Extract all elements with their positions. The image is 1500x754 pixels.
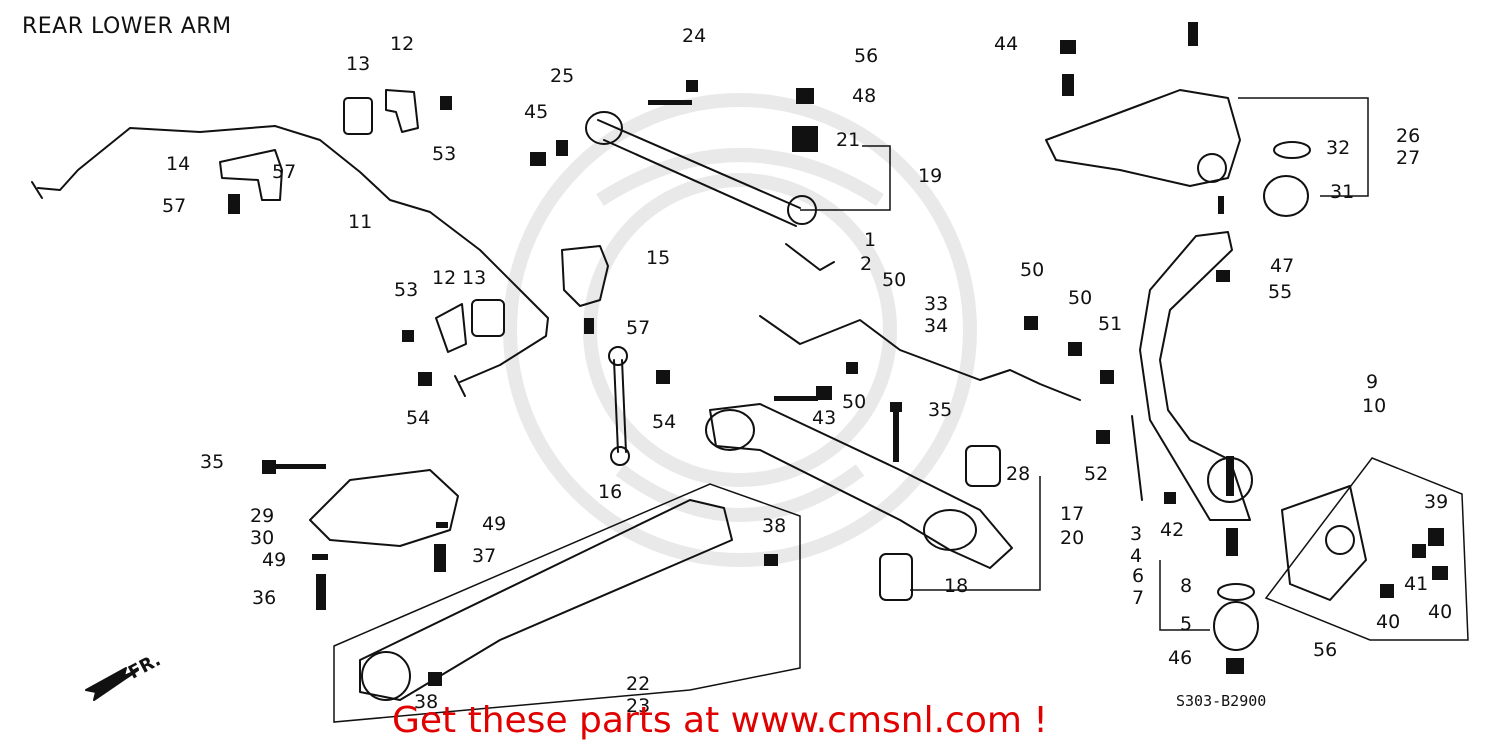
part-number-label: 57	[626, 317, 650, 339]
part-number-label: 10	[1362, 395, 1386, 417]
part-number-label: 20	[1060, 527, 1084, 549]
part-number-label: 4	[1130, 545, 1142, 567]
part-number-label: 37	[472, 545, 496, 567]
part-number-label: 56	[854, 45, 878, 67]
part-number-label: 22	[626, 673, 650, 695]
part-number-label: 47	[1270, 255, 1294, 277]
part-number-label: 11	[348, 211, 372, 233]
diagram-code: S303-B2900	[1176, 692, 1267, 710]
part-number-label: 8	[1180, 575, 1192, 597]
part-number-label: 16	[598, 481, 622, 503]
bushing-18	[879, 553, 913, 601]
part-number-label: 48	[852, 85, 876, 107]
part-number-label: 43	[812, 407, 836, 429]
page-title: REAR LOWER ARM	[22, 14, 232, 39]
bushing-lower	[471, 299, 505, 337]
front-arrow	[85, 667, 139, 701]
part-number-label: 18	[944, 575, 968, 597]
part-number-label: 38	[762, 515, 786, 537]
clamp-lower	[435, 303, 467, 353]
part-number-label: 50	[882, 269, 906, 291]
leader-lines	[333, 97, 1469, 723]
part-number-label: 7	[1132, 587, 1144, 609]
part-number-label: 27	[1396, 147, 1420, 169]
promo-link[interactable]: Get these parts at www.cmsnl.com !	[392, 700, 1048, 741]
part-number-label: 13	[462, 267, 486, 289]
stabilizer-bracket	[219, 149, 283, 201]
part-number-label: 39	[1424, 491, 1448, 513]
lower-arm	[709, 403, 1013, 569]
part-number-label: 38	[414, 691, 438, 713]
part-number-label: 50	[1020, 259, 1044, 281]
part-number-labels: 1234567891011121213131415161718192021222…	[162, 25, 1452, 717]
mount-bracket	[309, 469, 459, 547]
part-number-label: 50	[842, 391, 866, 413]
part-number-label: 57	[162, 195, 186, 217]
part-number-label: 30	[250, 527, 274, 549]
fasteners	[228, 22, 1448, 686]
part-number-label: 12	[390, 33, 414, 55]
bracket-15	[561, 245, 609, 307]
part-number-label: 19	[918, 165, 942, 187]
part-number-label: 14	[166, 153, 190, 175]
part-number-label: 15	[646, 247, 670, 269]
part-number-label: 5	[1180, 613, 1192, 635]
part-number-label: 40	[1428, 601, 1452, 623]
watermark	[503, 93, 977, 567]
part-number-label: 13	[346, 53, 370, 75]
part-number-label: 53	[394, 279, 418, 301]
part-number-label: 53	[432, 143, 456, 165]
part-number-label: 49	[262, 549, 286, 571]
part-number-label: 9	[1366, 371, 1378, 393]
part-number-label: 42	[1160, 519, 1184, 541]
part-number-label: 40	[1376, 611, 1400, 633]
part-number-label: 41	[1404, 573, 1428, 595]
part-number-label: 52	[1084, 463, 1108, 485]
part-number-label: 54	[406, 407, 430, 429]
part-number-label: 29	[250, 505, 274, 527]
part-number-label: 3	[1130, 523, 1142, 545]
part-number-label: 2	[860, 253, 872, 275]
part-number-label: 6	[1132, 565, 1144, 587]
part-number-label: 51	[1098, 313, 1122, 335]
part-number-label: 17	[1060, 503, 1084, 525]
part-number-label: 35	[928, 399, 952, 421]
bushing-28	[965, 445, 1001, 487]
bushing-upper	[343, 97, 373, 135]
clamp-upper	[385, 89, 419, 133]
part-number-label: 50	[1068, 287, 1092, 309]
part-number-label: 12	[432, 267, 456, 289]
abs-harness	[759, 315, 1081, 401]
part-number-label: 54	[652, 411, 676, 433]
part-number-label: 35	[200, 451, 224, 473]
stabilizer-bar	[37, 125, 549, 383]
part-number-label: 33	[924, 293, 948, 315]
part-number-label: 44	[994, 33, 1018, 55]
part-number-label: 56	[1313, 639, 1337, 661]
part-number-label: 23	[626, 695, 650, 717]
part-number-label: 36	[252, 587, 276, 609]
part-number-label: 55	[1268, 281, 1292, 303]
compensator-arm	[597, 119, 801, 227]
part-number-label: 21	[836, 129, 860, 151]
part-number-label: 1	[864, 229, 876, 251]
part-number-label: 26	[1396, 125, 1420, 147]
part-number-label: 34	[924, 315, 948, 337]
part-number-label: 49	[482, 513, 506, 535]
part-number-label: 57	[272, 161, 296, 183]
stabilizer-link	[613, 359, 627, 453]
part-number-label: 45	[524, 101, 548, 123]
hub-bearing	[1281, 485, 1367, 601]
part-number-label: 25	[550, 65, 574, 87]
part-number-label: 46	[1168, 647, 1192, 669]
part-number-label: 28	[1006, 463, 1030, 485]
part-number-label: 24	[682, 25, 706, 47]
part-number-label: 32	[1326, 137, 1350, 159]
part-number-label: 31	[1330, 181, 1354, 203]
upper-arm	[1045, 89, 1241, 187]
trailing-arm	[359, 499, 733, 701]
